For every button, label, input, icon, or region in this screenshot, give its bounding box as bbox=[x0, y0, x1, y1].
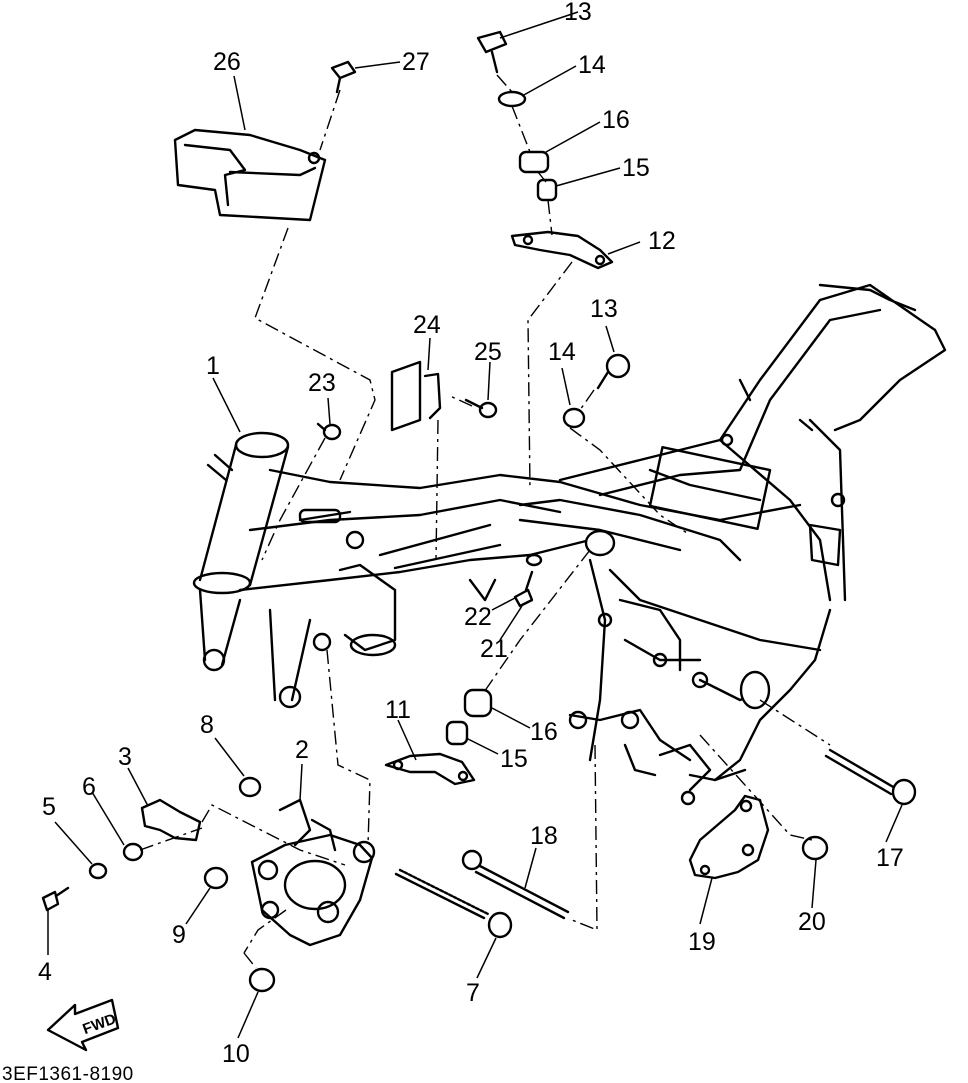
nut-part-5 bbox=[88, 862, 108, 880]
callout-18: 18 bbox=[530, 822, 558, 850]
clip-part-24 bbox=[390, 360, 442, 432]
bolt-part-13-mid bbox=[596, 353, 631, 390]
collar-part-16-top bbox=[518, 150, 550, 174]
callout-13-mid: 13 bbox=[590, 295, 618, 323]
bolt-part-18 bbox=[461, 849, 570, 920]
washer-part-9 bbox=[203, 866, 229, 890]
callout-1: 1 bbox=[206, 352, 220, 380]
callout-21: 21 bbox=[480, 635, 508, 663]
callout-6: 6 bbox=[82, 773, 96, 801]
callout-19: 19 bbox=[688, 928, 716, 956]
bolt-part-13-top bbox=[476, 30, 508, 74]
callout-8: 8 bbox=[200, 711, 214, 739]
callout-3: 3 bbox=[118, 743, 132, 771]
callout-20: 20 bbox=[798, 908, 826, 936]
callout-10: 10 bbox=[222, 1040, 250, 1068]
callout-14-top: 14 bbox=[578, 51, 606, 79]
washer-part-6 bbox=[122, 842, 144, 862]
washer-part-14-mid bbox=[562, 407, 586, 429]
forward-arrow-icon: FWD bbox=[46, 998, 120, 1052]
callout-15-lower: 15 bbox=[500, 745, 528, 773]
engine-bracket-part-2 bbox=[250, 798, 376, 947]
callout-16-top: 16 bbox=[602, 106, 630, 134]
callout-17: 17 bbox=[876, 844, 904, 872]
callout-9: 9 bbox=[172, 921, 186, 949]
callout-25: 25 bbox=[474, 338, 502, 366]
washer-part-14-top bbox=[497, 90, 527, 108]
leader-lines bbox=[47, 11, 903, 1039]
callout-12: 12 bbox=[648, 227, 676, 255]
callout-27: 27 bbox=[402, 48, 430, 76]
bracket-part-11 bbox=[384, 752, 476, 786]
nut-part-22 bbox=[525, 553, 543, 567]
screw-part-25 bbox=[464, 398, 498, 419]
callout-22: 22 bbox=[464, 603, 492, 631]
callout-23: 23 bbox=[308, 369, 336, 397]
callout-5: 5 bbox=[42, 793, 56, 821]
collar-part-15-top bbox=[536, 178, 558, 202]
bolt-part-21 bbox=[513, 570, 534, 608]
callout-11: 11 bbox=[385, 696, 411, 724]
callout-7: 7 bbox=[466, 979, 480, 1007]
callout-2: 2 bbox=[295, 736, 309, 764]
callout-26: 26 bbox=[213, 48, 241, 76]
bolt-part-4 bbox=[41, 886, 70, 912]
cover-part-26 bbox=[173, 128, 327, 222]
diagram-code: 3EF1361-8190 bbox=[2, 1064, 134, 1083]
callout-labels: 13 14 16 15 12 27 26 13 14 24 25 23 1 22… bbox=[38, 0, 904, 1068]
callout-16-lower: 16 bbox=[530, 718, 558, 746]
bracket-part-12 bbox=[510, 230, 614, 270]
bracket-part-19 bbox=[688, 794, 770, 880]
assembly-lines bbox=[139, 74, 831, 969]
nut-part-20 bbox=[801, 835, 829, 861]
screw-part-27 bbox=[330, 60, 357, 94]
washer-part-10 bbox=[248, 967, 276, 993]
collar-part-16-lower bbox=[463, 688, 493, 718]
callout-13-top: 13 bbox=[564, 0, 592, 26]
callout-24: 24 bbox=[413, 311, 441, 339]
bolt-part-7 bbox=[394, 868, 513, 939]
callout-14-mid: 14 bbox=[548, 338, 576, 366]
callout-15-top: 15 bbox=[622, 154, 650, 182]
collar-part-15-lower bbox=[445, 720, 469, 746]
bracket-part-3 bbox=[140, 798, 202, 842]
bolt-part-17 bbox=[824, 748, 917, 806]
nut-part-8 bbox=[238, 776, 262, 798]
callout-4: 4 bbox=[38, 958, 52, 986]
main-frame-part-1 bbox=[192, 283, 947, 806]
screw-part-23 bbox=[316, 422, 342, 441]
